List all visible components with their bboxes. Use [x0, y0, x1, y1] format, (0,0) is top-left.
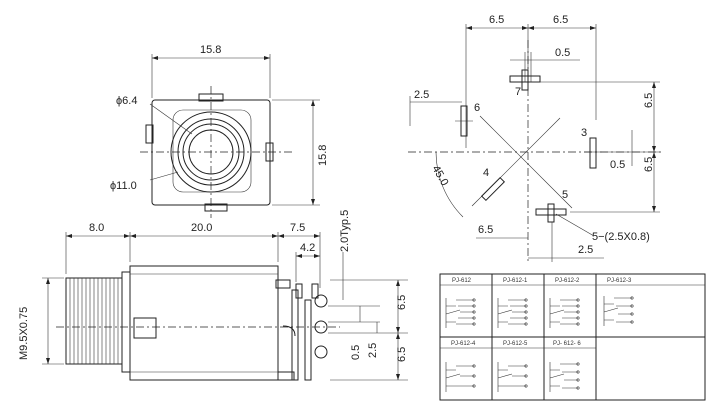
- top-width-dim: 15.8: [200, 44, 221, 56]
- pin-4-label: 4: [483, 167, 489, 179]
- schematic-symbol-7: [549, 362, 580, 392]
- pin-angle: 45.0: [429, 164, 450, 189]
- schematic-table: PJ-612 PJ-612-1 PJ-612-2 PJ-612-3 PJ-612…: [439, 273, 706, 401]
- body-slot: [133, 317, 157, 339]
- pin-bottom-left: 6.5: [478, 224, 493, 236]
- side-right-25: 2.5: [367, 343, 379, 358]
- schematic-label-1: PJ-612: [452, 278, 472, 284]
- inner-dia-label: ϕ6.4: [116, 95, 137, 107]
- left-tab: [145, 124, 154, 144]
- schematic-symbol-4: [603, 296, 634, 326]
- schematic-label-2: PJ-612-1: [503, 278, 528, 284]
- pin-6-label: 6: [474, 102, 480, 114]
- pad-3: [589, 137, 597, 169]
- pin-7-label: 7: [515, 86, 521, 98]
- schematic-label-6: PJ-612-5: [503, 341, 528, 347]
- pin-right-65-top: 6.5: [643, 93, 655, 108]
- side-dim-a: 8.0: [89, 222, 104, 234]
- schematic-symbol-5: [445, 362, 476, 392]
- schematic-label-3: PJ-612-2: [555, 278, 580, 284]
- top-view: 15.8 15.8 ϕ6.4 ϕ11.0: [110, 44, 329, 218]
- pin-gap: 0.5: [555, 47, 570, 59]
- schematic-symbol-3: [549, 298, 580, 328]
- schematic-label-4: PJ-612-3: [607, 278, 632, 284]
- pin-3-label: 3: [581, 127, 587, 139]
- pin-bottom-right: 2.5: [578, 244, 593, 256]
- side-right-05: 0.5: [350, 345, 362, 360]
- typ-label: 2.0Typ.5: [339, 210, 351, 252]
- pin-5-label: 5: [562, 189, 568, 201]
- schematic-label-7: PJ- 612- 6: [553, 341, 581, 347]
- side-view: 8.0 20.0 7.5 4.2 M9.5X0.75 2.0Typ.5 6.5 …: [18, 210, 408, 381]
- side-dim-b: 20.0: [191, 222, 212, 234]
- schematic-symbol-6: [497, 362, 528, 392]
- schematic-symbol-1: [445, 298, 476, 328]
- side-right-65-top: 6.5: [396, 295, 408, 310]
- schematic-symbol-2: [497, 298, 528, 328]
- pin-top-right: 6.5: [553, 14, 568, 26]
- pin-layout: 6.5 6.5 0.5 7 6 2.5 3 45.0 4 5: [408, 14, 664, 262]
- thread-label: M9.5X0.75: [18, 307, 30, 360]
- pad-4: [480, 176, 506, 202]
- schematic-label-5: PJ-612-4: [451, 341, 476, 347]
- pad-7: [509, 75, 541, 83]
- pin-right-65-mid: 6.5: [643, 157, 655, 172]
- outer-dia-label: ϕ11.0: [110, 180, 137, 192]
- side-right-65-bot: 6.5: [396, 347, 408, 362]
- side-dim-d: 4.2: [300, 242, 315, 254]
- hole-note: 5−(2.5X0.8): [592, 231, 650, 243]
- pin-right-05: 0.5: [610, 159, 625, 171]
- outer-ring: [170, 111, 252, 193]
- pad-5: [535, 208, 567, 216]
- bottom-tab: [204, 203, 228, 212]
- pin-left-off: 2.5: [414, 89, 429, 101]
- jack-body: [129, 265, 279, 381]
- side-dim-c: 7.5: [290, 222, 305, 234]
- pin-top-left: 6.5: [489, 14, 504, 26]
- top-height-dim: 15.8: [317, 145, 329, 166]
- panel-nut: [121, 271, 131, 373]
